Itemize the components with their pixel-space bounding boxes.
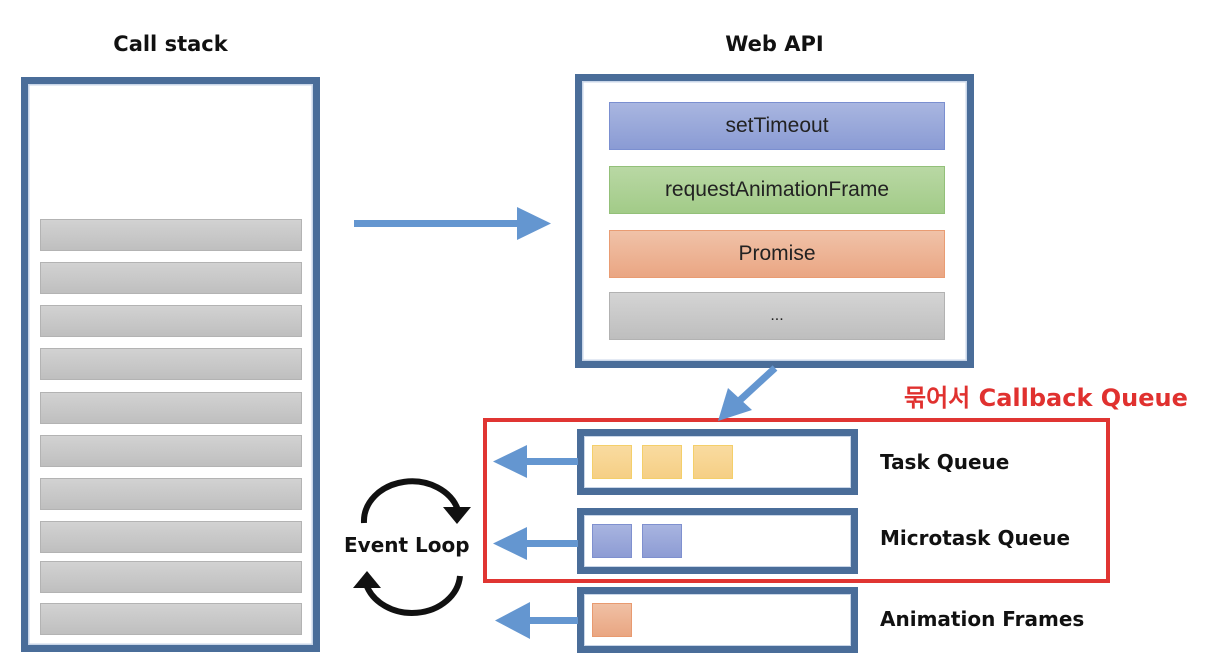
call-stack-slot bbox=[40, 262, 302, 294]
web-api-item-promise: Promise bbox=[609, 230, 945, 278]
arrow-callstack-to-webapi bbox=[354, 207, 551, 240]
call-stack-slot bbox=[40, 478, 302, 510]
call-stack-slot bbox=[40, 305, 302, 337]
web-api-item-settimeout: setTimeout bbox=[609, 102, 945, 150]
microtask-queue-label: Microtask Queue bbox=[880, 526, 1071, 550]
arrow-task-queue-out bbox=[493, 445, 578, 478]
web-api-item-more: ... bbox=[609, 292, 945, 340]
task-queue-item bbox=[592, 445, 632, 479]
call-stack-slot bbox=[40, 348, 302, 380]
call-stack-slot bbox=[40, 561, 302, 593]
callback-queue-group-box bbox=[483, 418, 1110, 583]
animation-frames-label: Animation Frames bbox=[880, 607, 1085, 631]
arrow-webapi-to-queue bbox=[718, 365, 778, 421]
task-queue-item bbox=[642, 445, 682, 479]
call-stack-slot bbox=[40, 392, 302, 424]
callback-queue-group-label: 묶어서 Callback Queue bbox=[904, 384, 1188, 412]
web-api-title: Web API bbox=[725, 32, 824, 56]
animation-frames-item bbox=[592, 603, 632, 637]
microtask-queue-item bbox=[592, 524, 632, 558]
animation-frames-box bbox=[577, 587, 858, 653]
microtask-queue-box bbox=[577, 508, 858, 574]
call-stack-slot bbox=[40, 521, 302, 553]
event-loop-cycle-icon bbox=[360, 478, 463, 616]
arrow-microtask-queue-out bbox=[493, 527, 578, 560]
event-loop-label: Event Loop bbox=[344, 533, 470, 557]
web-api-item-requestanimationframe: requestAnimationFrame bbox=[609, 166, 945, 214]
task-queue-label: Task Queue bbox=[880, 450, 1010, 474]
microtask-queue-item bbox=[642, 524, 682, 558]
task-queue-box bbox=[577, 429, 858, 495]
call-stack-title: Call stack bbox=[113, 32, 228, 56]
call-stack-slot bbox=[40, 435, 302, 467]
event-loop-arrowheads bbox=[353, 507, 471, 588]
call-stack-slot bbox=[40, 603, 302, 635]
task-queue-item bbox=[693, 445, 733, 479]
call-stack-slot bbox=[40, 219, 302, 251]
arrow-animation-frames-out bbox=[495, 602, 578, 639]
